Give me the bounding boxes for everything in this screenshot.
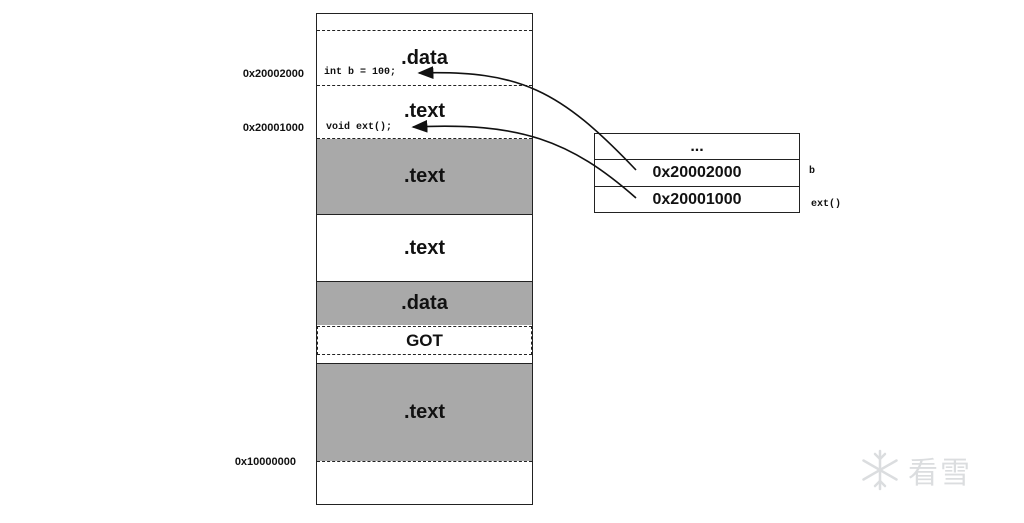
segment-divider [317,30,532,31]
segment-divider [317,214,532,215]
segment-label: .text [403,401,446,423]
segment-data-upper: .data [317,32,532,72]
segment-label: GOT [406,330,443,350]
segment-text-gray-1: .text [317,139,532,214]
watermark-text: 看雪 [908,457,972,490]
got-entry: 0x20002000 [595,160,799,187]
address-label: 0x10000000 [234,456,296,468]
segment-label: .text [403,100,446,122]
segment-divider [317,461,532,462]
segment-divider [317,138,532,139]
address-label: 0x20001000 [242,122,304,134]
got-entry-value: 0x20001000 [652,191,742,208]
segment-label: .data [401,47,448,69]
segment-got: GOT [317,326,532,355]
arrow-to-data-var [417,66,637,171]
address-label: 0x20002000 [242,68,304,80]
got-header: ... [690,137,704,155]
watermark: 看雪 [858,448,972,492]
segment-divider [317,281,532,282]
snowflake-icon [862,449,898,491]
segment-text-upper: .text [317,86,532,124]
got-header-cell: ... [595,134,799,160]
segment-label: .data [401,292,448,314]
got-symbol-label: ext() [811,199,842,210]
segment-text-white: .text [317,215,532,281]
got-symbol-label: b [809,166,816,177]
got-table: ... 0x20002000 0x20001000 [594,133,800,213]
segment-label: .text [403,165,446,187]
memory-layout-column: .data int b = 100; .text void ext(); .te… [316,13,533,505]
code-text-func: void ext(); [326,122,393,133]
got-entry-value: 0x20002000 [652,164,742,181]
segment-label: .text [403,236,446,259]
segment-divider [317,363,532,364]
got-entry: 0x20001000 [595,187,799,213]
arrow-to-text-func [411,119,637,199]
segment-data-gray: .data [317,282,532,325]
code-data-var: int b = 100; [324,67,397,78]
segment-text-gray-2: .text [317,364,532,461]
segment-divider [317,85,532,86]
